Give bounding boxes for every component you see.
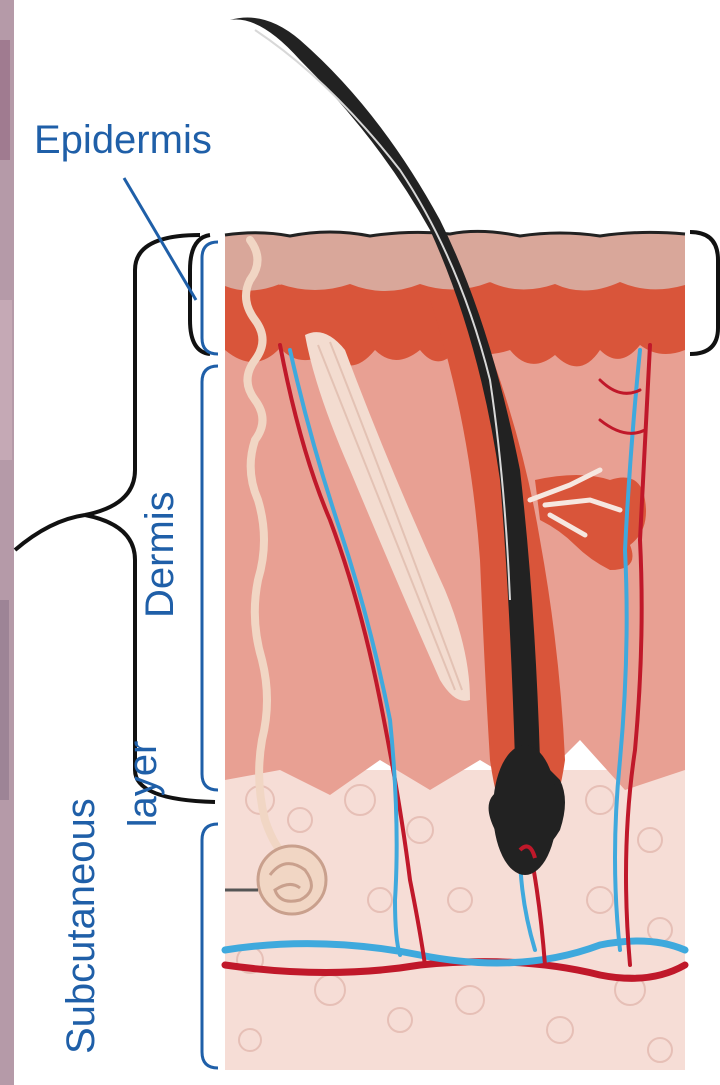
dermis-label: Dermis: [140, 498, 184, 618]
subcutaneous-label-line2: layer: [123, 729, 167, 839]
dermis-blue-bracket: [202, 366, 218, 790]
epidermis-blue-bracket: [202, 242, 218, 354]
right-black-bracket: [690, 232, 718, 354]
sweat-gland-coil: [258, 846, 326, 914]
epidermis-label: Epidermis: [34, 120, 212, 160]
bracket-tail: [15, 515, 85, 550]
side-tissue-strip: [0, 0, 14, 1085]
subcutaneous-blue-bracket: [202, 824, 218, 1068]
hair-bulb: [493, 745, 557, 875]
subcutaneous-label-line1: Subcutaneous: [61, 804, 105, 1054]
